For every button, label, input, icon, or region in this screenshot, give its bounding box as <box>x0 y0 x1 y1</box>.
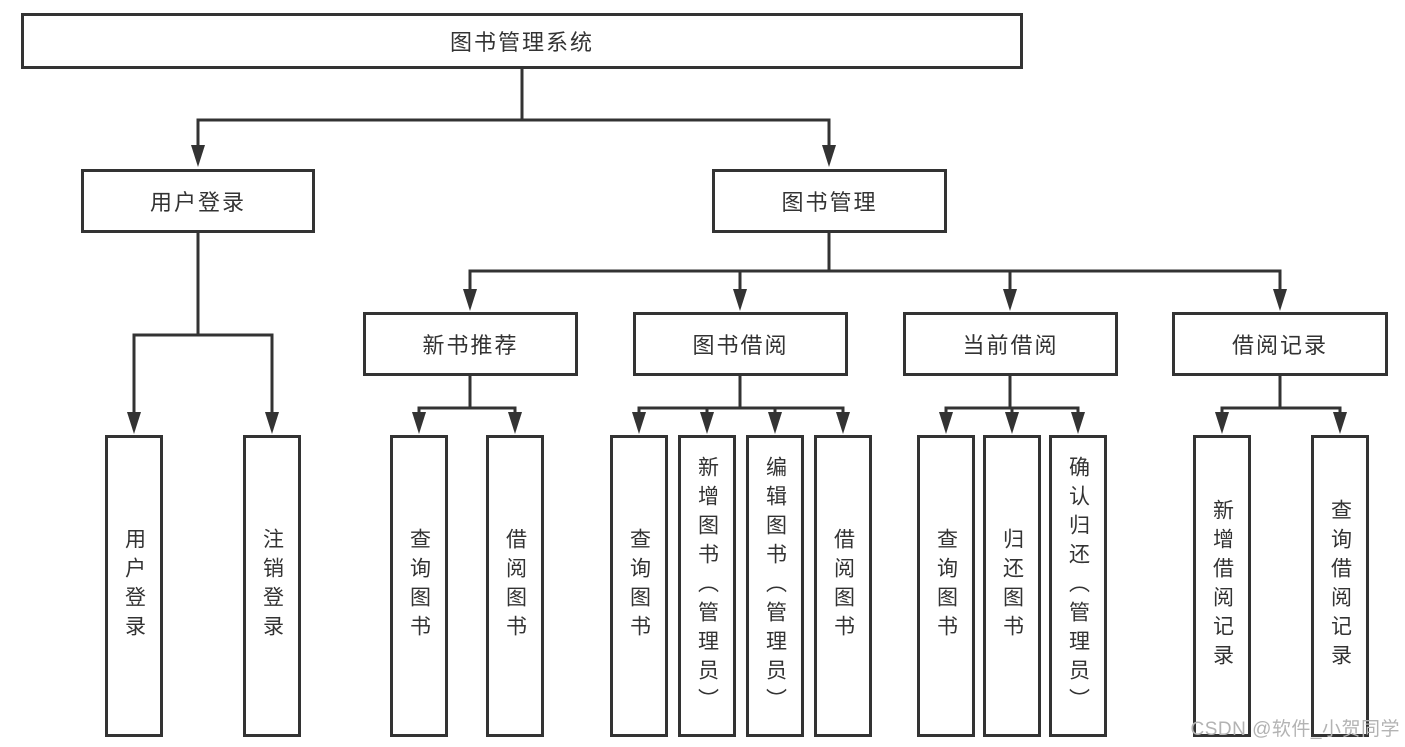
leaf-query-books-2: 查询图书 <box>610 435 668 737</box>
leaf-query-borrow-record: 查询借阅记录 <box>1311 435 1369 737</box>
node-label: 用户登录 <box>149 190 246 215</box>
leaf-query-books-3: 查询图书 <box>917 435 975 737</box>
node-label: 借阅记录 <box>1231 333 1328 358</box>
leaf-borrow-books-1: 借阅图书 <box>486 435 544 737</box>
leaf-query-books-1: 查询图书 <box>390 435 448 737</box>
node-label: 借阅图书 <box>831 528 855 644</box>
node-book-management: 图书管理 <box>712 169 947 233</box>
node-label: 图书借阅 <box>692 333 789 358</box>
leaf-user-login: 用户登录 <box>105 435 163 737</box>
node-label: 确认归还（管理员） <box>1066 455 1090 717</box>
leaf-borrow-books-2: 借阅图书 <box>814 435 872 737</box>
node-label: 查询图书 <box>934 528 958 644</box>
leaf-edit-books-admin: 编辑图书（管理员） <box>746 435 804 737</box>
node-label: 用户登录 <box>122 528 146 644</box>
leaf-confirm-return-admin: 确认归还（管理员） <box>1049 435 1107 737</box>
leaf-logout: 注销登录 <box>243 435 301 737</box>
node-book-borrow: 图书借阅 <box>633 312 848 376</box>
node-label: 图书管理系统 <box>449 30 594 55</box>
node-label: 借阅图书 <box>503 528 527 644</box>
leaf-add-books-admin: 新增图书（管理员） <box>678 435 736 737</box>
node-label: 查询图书 <box>407 528 431 644</box>
node-label: 新书推荐 <box>422 333 519 358</box>
node-label: 编辑图书（管理员） <box>763 455 787 717</box>
connector-strokes <box>132 69 1342 415</box>
node-new-book-recommend: 新书推荐 <box>363 312 578 376</box>
node-label: 新增图书（管理员） <box>695 455 719 717</box>
node-label: 当前借阅 <box>962 333 1059 358</box>
node-root: 图书管理系统 <box>21 13 1023 69</box>
csdn-watermark: CSDN @软件_小贺同学 <box>1190 719 1400 740</box>
leaf-add-borrow-record: 新增借阅记录 <box>1193 435 1251 737</box>
node-label: 归还图书 <box>1000 528 1024 644</box>
node-borrow-records: 借阅记录 <box>1172 312 1388 376</box>
node-label: 查询借阅记录 <box>1328 499 1352 673</box>
node-label: 新增借阅记录 <box>1210 499 1234 673</box>
arrowheads <box>127 145 1347 434</box>
leaf-return-books: 归还图书 <box>983 435 1041 737</box>
node-label: 查询图书 <box>627 528 651 644</box>
node-current-borrow: 当前借阅 <box>903 312 1118 376</box>
node-label: 注销登录 <box>260 528 284 644</box>
node-label: 图书管理 <box>781 190 878 215</box>
node-user-login: 用户登录 <box>81 169 315 233</box>
